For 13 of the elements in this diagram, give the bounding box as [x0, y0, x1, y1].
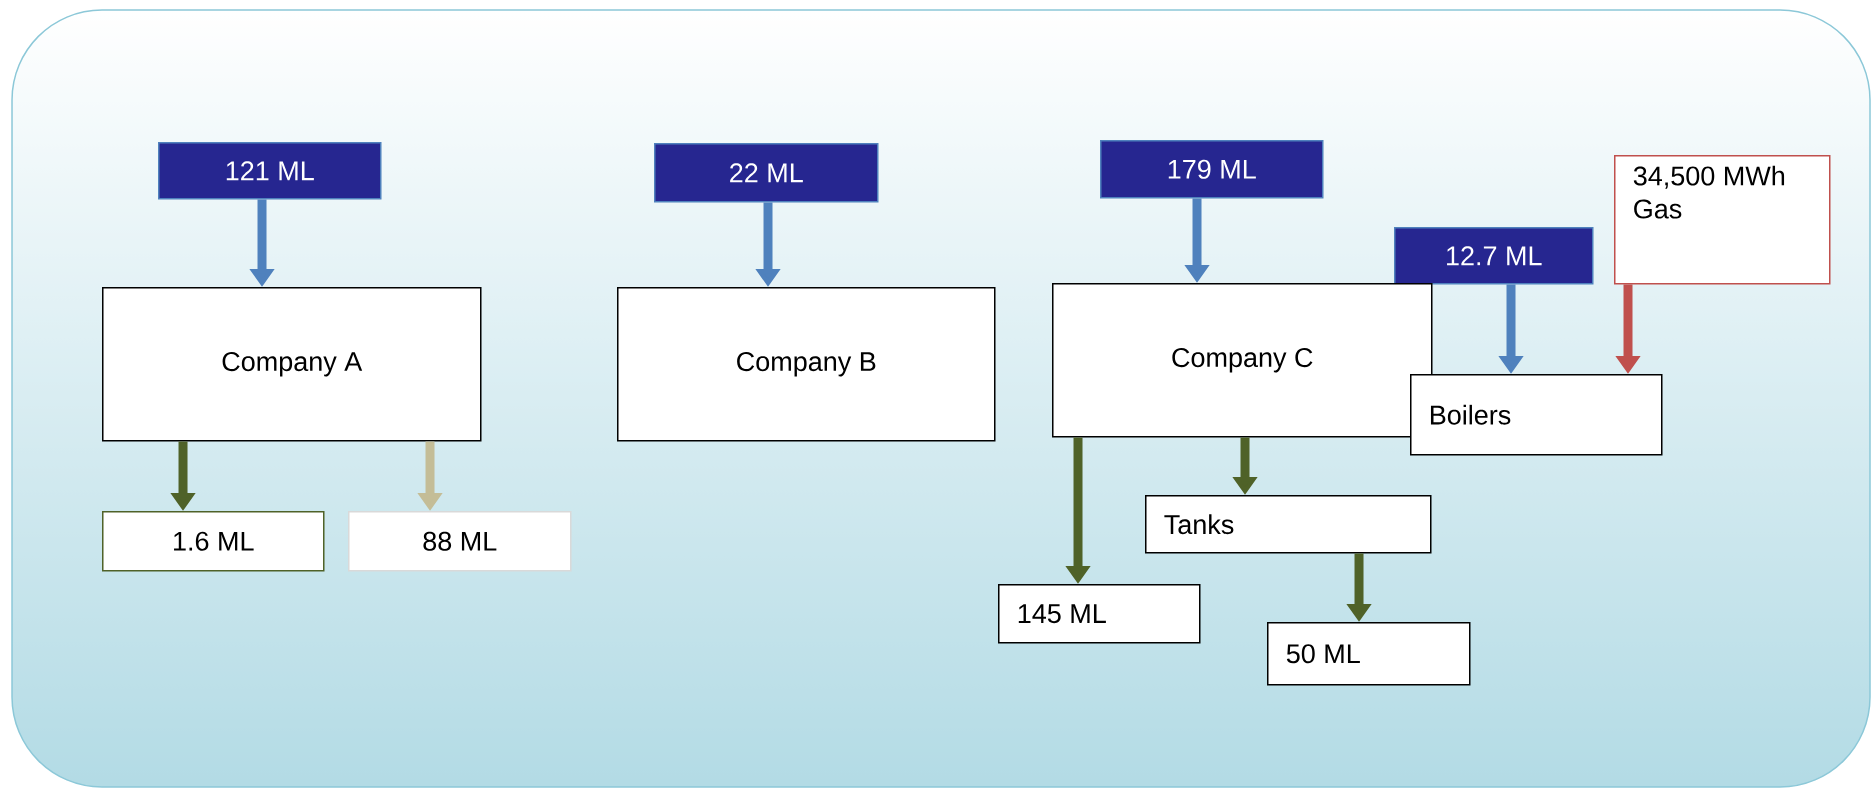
- process-box: Tanks: [1145, 495, 1432, 554]
- output-box: 88 ML: [348, 511, 572, 572]
- output-box: 1.6 ML: [102, 511, 325, 572]
- process-box: Company B: [617, 287, 996, 442]
- energy-box: 34,500 MWh Gas: [1614, 155, 1831, 285]
- process-box: Company A: [102, 287, 482, 442]
- volume-box: 12.7 ML: [1394, 227, 1594, 285]
- volume-box: 121 ML: [158, 142, 382, 200]
- process-box: Boilers: [1410, 374, 1663, 456]
- volume-box: 22 ML: [654, 143, 879, 203]
- process-box: 50 ML: [1267, 622, 1471, 686]
- process-box: 145 ML: [998, 584, 1201, 644]
- volume-box: 179 ML: [1100, 140, 1324, 199]
